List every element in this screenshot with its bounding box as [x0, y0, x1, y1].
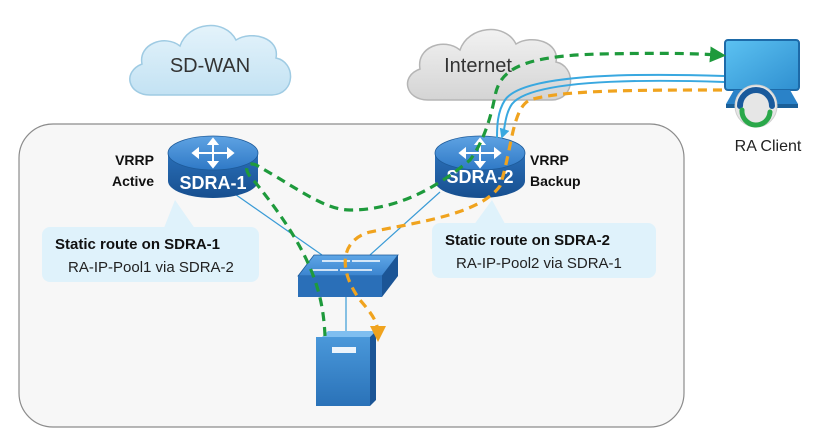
link-sdra1-switch — [231, 191, 323, 256]
router-sdra1-role-line1: VRRP — [115, 152, 154, 168]
ra-client-label: RA Client — [735, 138, 802, 155]
router-sdra1-role-line2: Active — [112, 173, 154, 189]
callout-sdra2-route: RA-IP-Pool2 via SDRA-1 — [456, 255, 622, 272]
callout-sdra1: Static route on SDRA-1 RA-IP-Pool1 via S… — [42, 200, 259, 282]
router-sdra2-role-line1: VRRP — [530, 152, 569, 168]
green-traffic-path — [245, 46, 726, 337]
callout-sdra1-title: Static route on SDRA-1 — [55, 236, 220, 253]
network-links — [231, 191, 441, 337]
internet-cloud-label: Internet — [444, 55, 512, 77]
callout-sdra2: Static route on SDRA-2 RA-IP-Pool2 via S… — [432, 200, 656, 278]
router-sdra1: SDRA-1 — [167, 135, 259, 198]
router-sdra1-name: SDRA-1 — [179, 173, 246, 193]
callout-sdra2-title: Static route on SDRA-2 — [445, 232, 610, 249]
internet-cloud: Internet — [406, 28, 572, 101]
server-icon — [316, 331, 376, 406]
router-sdra2-name: SDRA-2 — [446, 167, 513, 187]
anyconnect-logo-icon — [734, 84, 778, 128]
orange-traffic-path — [343, 88, 723, 342]
router-sdra2-role-line2: Backup — [530, 173, 581, 189]
link-sdra2-switch — [369, 191, 441, 256]
switch-icon — [297, 254, 399, 297]
callout-sdra1-route: RA-IP-Pool1 via SDRA-2 — [68, 259, 234, 276]
sdwan-cloud-label: SD-WAN — [170, 55, 250, 77]
sdwan-cloud: SD-WAN — [129, 24, 292, 96]
router-arrows-icon — [191, 137, 235, 169]
router-sdra2: SDRA-2 — [434, 135, 526, 198]
blue-tunnel-path — [496, 73, 725, 139]
